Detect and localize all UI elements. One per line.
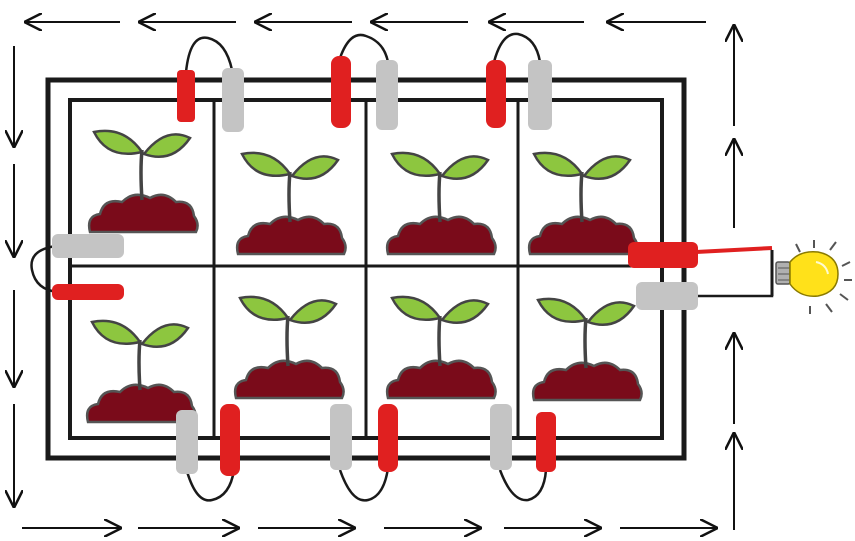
light-bulb-icon [775,250,839,297]
bottom-clips [176,404,556,476]
top-clips [177,56,552,132]
top-wires [184,32,542,73]
gray-clip [330,404,352,470]
red-clip [486,60,506,128]
red-clip [220,404,240,476]
red-clip [177,70,195,122]
bottom-wires [184,467,548,502]
gray-clip [376,60,398,130]
red-clip [536,412,556,472]
left-wire [30,244,59,294]
red-output-wire [695,246,773,254]
red-clip [378,404,398,472]
red-clip [331,56,351,128]
left-gray-clip [52,234,124,258]
black-output-wire [698,250,774,298]
right-gray-clip [636,282,698,310]
gray-clip [222,68,244,132]
left-red-clip [52,284,124,300]
gray-clip [528,60,552,130]
cell-grid [70,100,662,438]
right-red-clip [628,242,698,268]
gray-clip [176,410,198,474]
light-rays [795,240,852,314]
gray-clip [490,404,512,470]
